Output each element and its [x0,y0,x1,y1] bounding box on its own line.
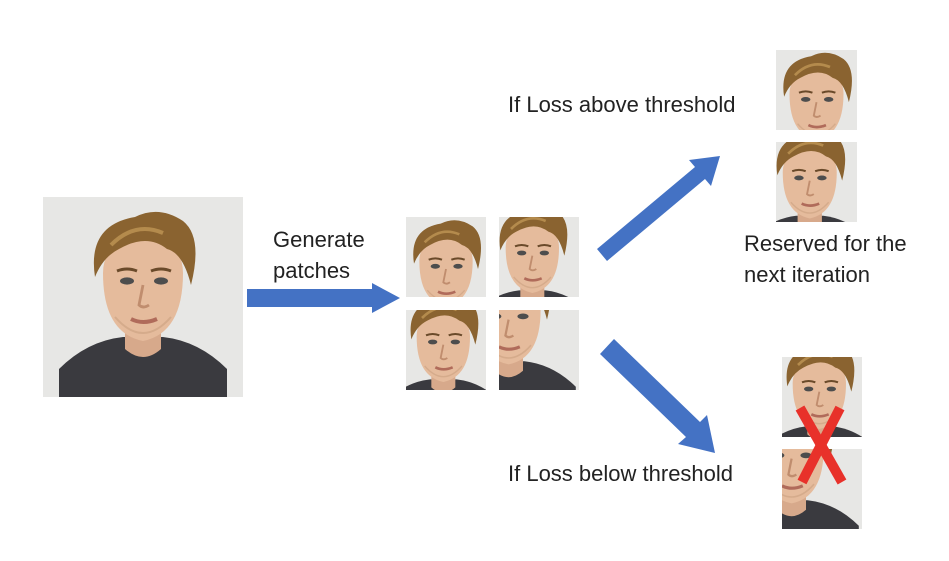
cross-mark-icon [795,405,847,485]
reserved-label-line1: Reserved for the [744,231,907,256]
discarded-patch-2 [782,449,862,529]
patch-bottom-right [499,310,579,390]
loss-below-threshold-label: If Loss below threshold [508,461,734,486]
loss-above-threshold-label: If Loss above threshold [508,92,736,117]
kept-patch-2 [776,142,857,222]
patch-top-left [406,217,486,297]
discarded-patch-1 [782,357,862,437]
generate-label-line1: Generate [273,227,365,252]
generate-label-line2: patches [273,258,351,283]
reserved-label: Reserved for the next iteration [744,228,907,290]
generate-patches-label: Generate patches [273,224,365,286]
kept-patch-1 [776,50,857,130]
upper-branch-arrow [597,156,720,261]
generate-arrow [247,283,400,313]
patch-top-right [499,217,579,297]
patch-bottom-left [406,310,486,390]
reserved-label-line2: next iteration [744,262,870,287]
lower-branch-arrow [600,339,715,453]
source-photo [43,197,243,397]
